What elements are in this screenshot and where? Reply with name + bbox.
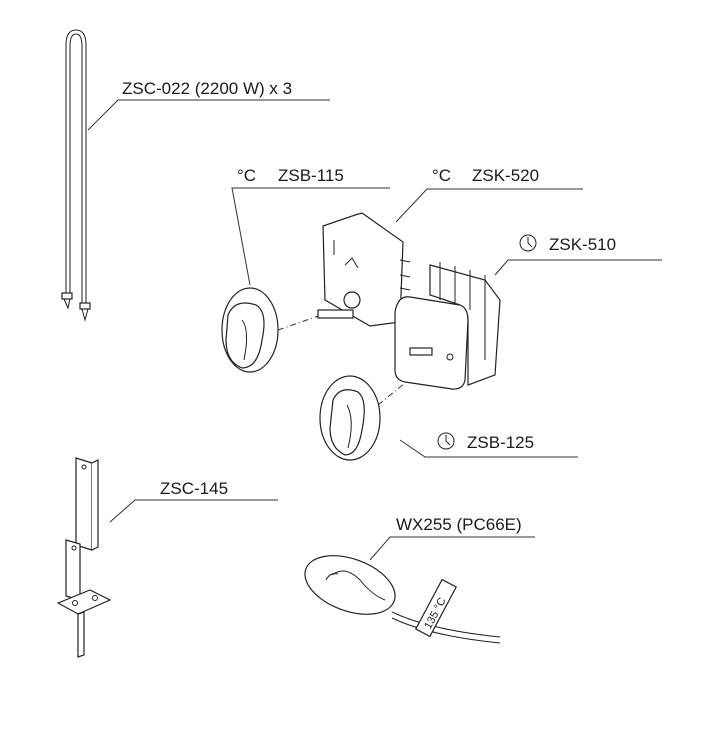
thermostat-label: ZSK-520 bbox=[472, 166, 539, 185]
axis-line bbox=[377, 382, 406, 406]
safety-thermostat-label: WX255 (PC66E) bbox=[396, 515, 522, 534]
safety-thermostat: 135 °C bbox=[304, 555, 501, 644]
timer-label: ZSK-510 bbox=[549, 235, 616, 254]
thermostat-body bbox=[317, 212, 411, 327]
timer-leader bbox=[494, 259, 662, 276]
heater-element bbox=[61, 29, 91, 322]
thermostat-knob bbox=[221, 287, 279, 373]
heater-leader bbox=[87, 99, 330, 131]
timer-body bbox=[394, 262, 501, 390]
thermostat-leader bbox=[395, 188, 583, 223]
heater-label: ZSC-022 (2200 W) x 3 bbox=[122, 79, 292, 98]
timer-knob-leader bbox=[399, 439, 578, 458]
thermostat-knob-label: ZSB-115 bbox=[278, 166, 344, 185]
thermostat-knob-unit: °C bbox=[237, 166, 256, 185]
clock-icon bbox=[519, 234, 537, 252]
safety-thermostat-leader bbox=[369, 536, 535, 561]
timer-knob-label: ZSB-125 bbox=[467, 433, 534, 452]
bracket-leader bbox=[109, 499, 278, 523]
clock-icon bbox=[437, 432, 455, 450]
bracket-label: ZSC-145 bbox=[160, 479, 228, 498]
timer-knob bbox=[319, 375, 381, 461]
bracket bbox=[56, 457, 112, 658]
thermostat-knob-leader bbox=[231, 187, 390, 286]
axis-line bbox=[277, 311, 331, 331]
thermostat-unit: °C bbox=[432, 166, 451, 185]
